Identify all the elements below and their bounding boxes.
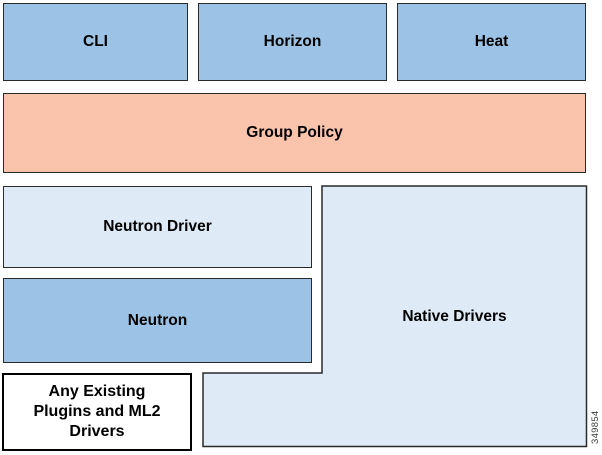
neutron-box: Neutron — [3, 278, 312, 363]
horizon-label: Horizon — [263, 33, 322, 50]
existing-plugins-box: Any Existing Plugins and ML2 Drivers — [2, 373, 192, 451]
native-drivers-label: Native Drivers — [402, 307, 507, 325]
neutron-driver-box: Neutron Driver — [3, 186, 312, 268]
neutron-label: Neutron — [127, 311, 188, 329]
existing-plugins-label: Any Existing Plugins and ML2 Drivers — [33, 383, 161, 440]
cli-box: CLI — [3, 3, 188, 81]
figure-number: 349854 — [590, 410, 601, 444]
group-policy-box: Group Policy — [3, 93, 586, 173]
cli-label: CLI — [83, 33, 108, 50]
group-policy-label: Group Policy — [246, 124, 343, 141]
heat-box: Heat — [397, 3, 586, 81]
heat-label: Heat — [474, 33, 509, 50]
horizon-box: Horizon — [198, 3, 387, 81]
neutron-driver-label: Neutron Driver — [103, 218, 212, 235]
